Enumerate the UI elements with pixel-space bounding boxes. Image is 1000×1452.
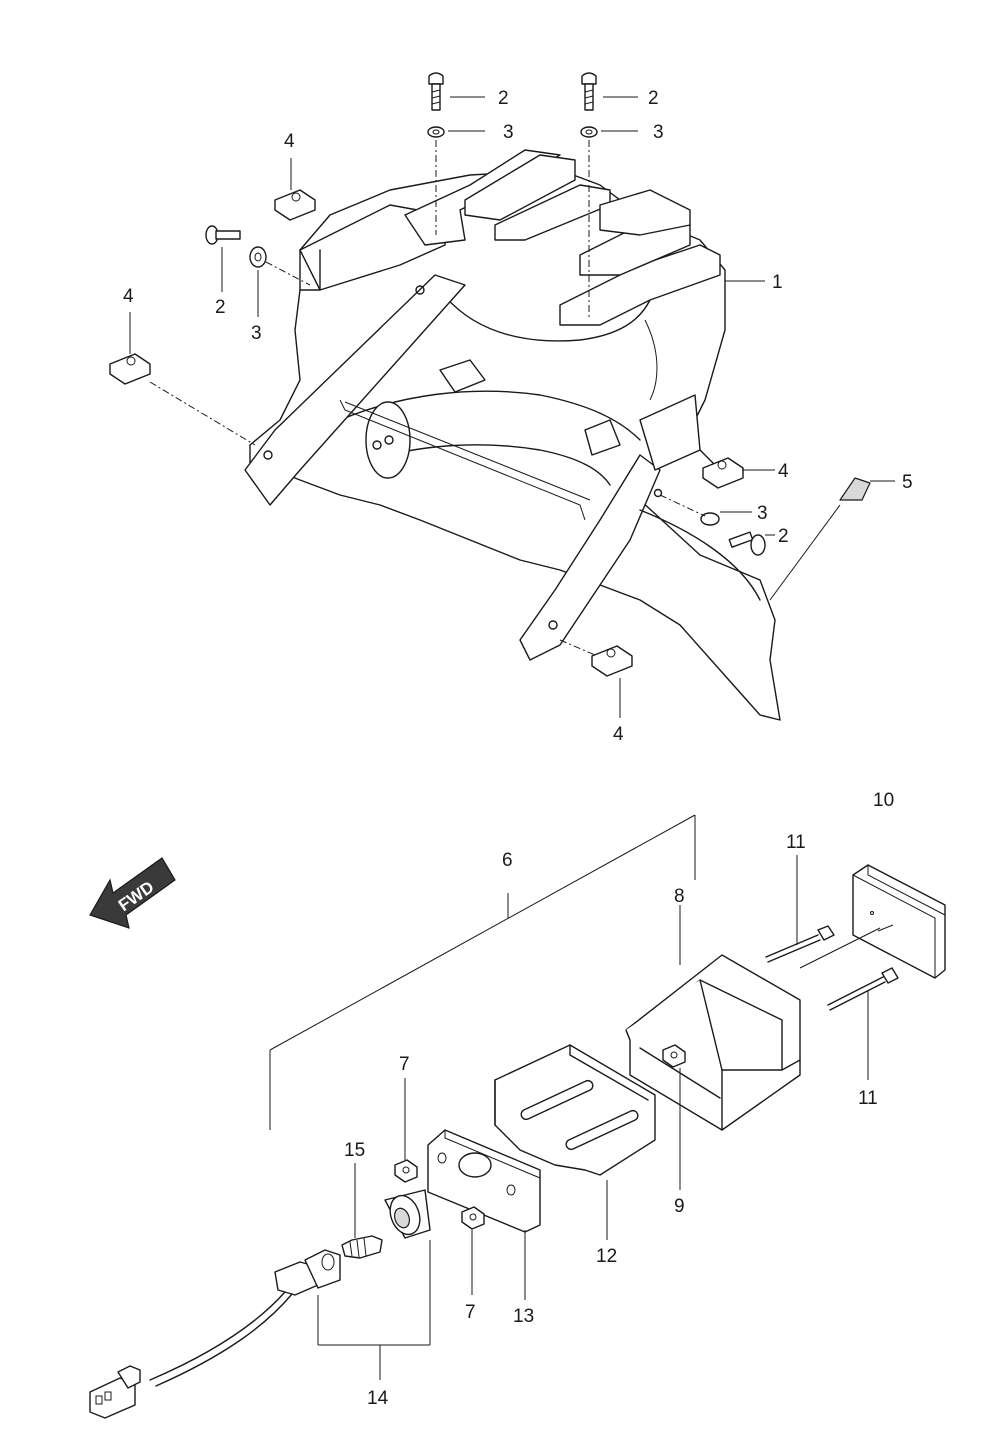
group-bracket-6 [269, 814, 696, 1130]
bolt-upper-11 [765, 925, 835, 963]
callout-3-a: 3 [503, 122, 514, 143]
callout-7-b: 7 [465, 1302, 476, 1323]
callout-3-c: 3 [251, 323, 262, 344]
callout-11-a: 11 [786, 832, 806, 853]
callout-2-a: 2 [498, 88, 509, 109]
nut-part-9 [662, 1044, 686, 1068]
washer-left [249, 246, 267, 268]
callout-13: 13 [513, 1306, 534, 1327]
callout-10: 10 [873, 790, 894, 811]
callout-8: 8 [674, 886, 685, 907]
speed-nut-left [109, 353, 151, 385]
callout-2-b: 2 [648, 88, 659, 109]
callout-labels: 2 2 3 3 4 2 3 4 1 4 3 2 5 4 6 8 10 11 11… [123, 88, 913, 1409]
bolt-lower-11 [827, 967, 899, 1011]
callout-2-c: 2 [215, 297, 226, 318]
callout-14: 14 [367, 1388, 389, 1409]
bulb-part-15 [341, 1235, 383, 1259]
upper-leaders [129, 96, 895, 718]
screw-top-right [581, 72, 597, 111]
speed-nut-top [274, 189, 316, 221]
screw-right [728, 531, 766, 556]
callout-4-b: 4 [123, 286, 134, 307]
callout-11-b: 11 [858, 1088, 878, 1109]
bracket-part-12 [494, 1044, 656, 1176]
group-bracket-14 [317, 1240, 431, 1380]
washer-top-left [427, 126, 445, 138]
callout-6: 6 [502, 850, 513, 871]
screw-left [205, 225, 241, 245]
callout-1: 1 [772, 272, 783, 293]
rear-fender-assembly [244, 149, 781, 721]
callout-2-d: 2 [778, 526, 789, 547]
washer-top-right [580, 126, 598, 138]
screw-top-left [428, 72, 444, 111]
callout-5: 5 [902, 472, 913, 493]
callout-4-c: 4 [778, 461, 789, 482]
callout-4-a: 4 [284, 131, 295, 152]
callout-3-d: 3 [757, 503, 768, 524]
gasket-part-13 [427, 1129, 541, 1233]
callout-12: 12 [596, 1246, 617, 1267]
nut-upper-7 [394, 1159, 418, 1183]
socket-harness-part-14 [89, 1249, 341, 1419]
callout-7-a: 7 [399, 1054, 410, 1075]
callout-15: 15 [344, 1140, 365, 1161]
fwd-arrow-icon: FWD [89, 857, 176, 929]
nut-lower-7 [461, 1206, 485, 1230]
plate-part-10 [852, 864, 946, 979]
callout-3-b: 3 [653, 122, 664, 143]
washer-right [700, 512, 720, 526]
cap-part-5 [839, 477, 871, 501]
speed-nut-right [702, 457, 744, 489]
speed-nut-bottom [591, 645, 633, 677]
callout-4-d: 4 [613, 724, 624, 745]
lamp-socket-grommet [384, 1189, 431, 1239]
callout-9: 9 [674, 1196, 685, 1217]
